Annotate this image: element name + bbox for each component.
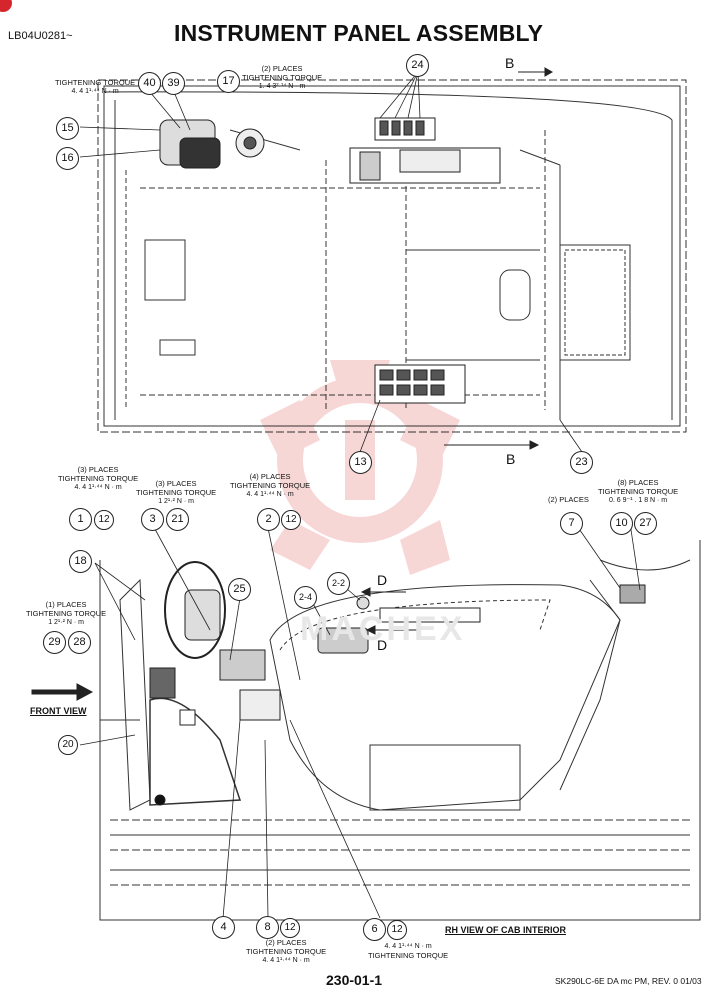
page-title: INSTRUMENT PANEL ASSEMBLY: [174, 20, 544, 46]
document-reference: SK290LC-6E DA mc PM, REV. 0 01/03: [555, 976, 702, 986]
front-view-label: FRONT VIEW: [30, 706, 87, 716]
callout-20[interactable]: 20: [58, 735, 78, 755]
torque-note-7: (2) PLACES TIGHTENING TORQUE 4. 4 1¹·⁴⁴ …: [246, 938, 326, 965]
torque-value: 0. 6 9⁻¹ . 1 8 N · m: [608, 497, 668, 504]
places-label: (1) PLACES: [45, 600, 87, 609]
section-d-bottom: D: [377, 637, 388, 653]
callout-13[interactable]: 13: [349, 451, 372, 474]
torque-label: TIGHTENING TORQUE: [598, 487, 679, 496]
torque-note-3: (4) PLACES TIGHTENING TORQUE 4. 4 1¹·⁴⁴ …: [230, 472, 310, 499]
leader-lines-bottom: [79, 519, 641, 919]
places-label: (2) PLACES: [261, 64, 303, 73]
callout-39[interactable]: 39: [162, 72, 185, 95]
torque-note-top-left: TIGHTENING TORQUE 4. 4 1¹·⁴⁴ N · m: [55, 78, 135, 96]
callout-23[interactable]: 23: [570, 451, 593, 474]
torque-label: TIGHTENING TORQUE: [368, 951, 449, 960]
torque-value: 1. 4 3²·¹⁴ N · m: [258, 83, 306, 90]
places-label: (8) PLACES: [617, 478, 659, 487]
callout-21[interactable]: 21: [166, 508, 189, 531]
torque-label: TIGHTENING TORQUE: [242, 73, 323, 82]
callout-28[interactable]: 28: [68, 631, 91, 654]
callout-12-b[interactable]: 12: [281, 510, 301, 530]
torque-value: 4. 4 1¹·⁴⁴ N · m: [262, 957, 310, 964]
callout-40[interactable]: 40: [138, 72, 161, 95]
leader-lines-top: [79, 71, 583, 453]
top-view-components: [159, 117, 501, 404]
torque-value: 1 2¹·² N · m: [48, 619, 84, 626]
section-b-bottom: B: [506, 451, 516, 467]
torque-label: TIGHTENING TORQUE: [58, 474, 139, 483]
torque-label: TIGHTENING TORQUE: [55, 78, 136, 87]
places-label: (3) PLACES: [155, 479, 197, 488]
torque-note-top-center: (2) PLACES TIGHTENING TORQUE 1. 4 3²·¹⁴ …: [242, 64, 322, 91]
section-b-markers: [444, 67, 554, 450]
callout-24[interactable]: 24: [406, 54, 429, 77]
callout-8[interactable]: 8: [256, 916, 279, 939]
callout-18[interactable]: 18: [69, 550, 92, 573]
places-label: (2) PLACES: [548, 495, 589, 504]
callout-12-c[interactable]: 12: [280, 918, 300, 938]
watermark-text: MACHEX: [300, 610, 466, 648]
drawing-code: LB04U0281~: [8, 30, 73, 42]
places-label: (4) PLACES: [249, 472, 291, 481]
places-label: (3) PLACES: [77, 465, 119, 474]
torque-value: 4. 4 1¹·⁴⁴ N · m: [74, 484, 122, 491]
top-view: [97, 79, 687, 433]
rh-view-components: [149, 561, 646, 806]
callout-2-4[interactable]: 2-4: [294, 586, 317, 609]
callout-2-2[interactable]: 2-2: [327, 572, 350, 595]
rh-view-label: RH VIEW OF CAB INTERIOR: [445, 925, 566, 935]
torque-label: TIGHTENING TORQUE: [26, 609, 107, 618]
places-note-4: (2) PLACES: [548, 495, 589, 504]
torque-note-8: 4. 4 1¹·⁴⁴ N · m TIGHTENING TORQUE: [368, 942, 448, 960]
callout-3[interactable]: 3: [141, 508, 164, 531]
rh-view: [99, 540, 701, 921]
torque-note-5: (8) PLACES TIGHTENING TORQUE 0. 6 9⁻¹ . …: [598, 478, 678, 505]
callout-1[interactable]: 1: [69, 508, 92, 531]
callout-12-a[interactable]: 12: [94, 510, 114, 530]
torque-label: TIGHTENING TORQUE: [246, 947, 327, 956]
torque-note-2: (3) PLACES TIGHTENING TORQUE 1 2¹·² N · …: [136, 479, 216, 506]
callout-4[interactable]: 4: [212, 916, 235, 939]
callout-2[interactable]: 2: [257, 508, 280, 531]
callout-25[interactable]: 25: [228, 578, 251, 601]
callout-27[interactable]: 27: [634, 512, 657, 535]
callout-7[interactable]: 7: [560, 512, 583, 535]
torque-value: 1 2¹·² N · m: [158, 498, 194, 505]
callout-10[interactable]: 10: [610, 512, 633, 535]
callout-16[interactable]: 16: [56, 147, 79, 170]
section-b-top: B: [505, 55, 515, 71]
front-view-arrow: [31, 683, 94, 701]
torque-value: 4. 4 1¹·⁴⁴ N · m: [71, 88, 119, 95]
page-number: 230-01-1: [326, 972, 383, 988]
torque-note-6: (1) PLACES TIGHTENING TORQUE 1 2¹·² N · …: [26, 600, 106, 627]
torque-label: TIGHTENING TORQUE: [136, 488, 217, 497]
torque-value: 4. 4 1¹·⁴⁴ N · m: [384, 943, 432, 950]
callout-29[interactable]: 29: [43, 631, 66, 654]
section-d-top: D: [377, 572, 388, 588]
section-d-markers: [360, 587, 420, 635]
callout-12-d[interactable]: 12: [387, 920, 407, 940]
callout-6[interactable]: 6: [363, 918, 386, 941]
torque-note-1: (3) PLACES TIGHTENING TORQUE 4. 4 1¹·⁴⁴ …: [58, 465, 138, 492]
places-label: (2) PLACES: [265, 938, 307, 947]
torque-value: 4. 4 1¹·⁴⁴ N · m: [246, 491, 294, 498]
torque-label: TIGHTENING TORQUE: [230, 481, 311, 490]
callout-17[interactable]: 17: [217, 70, 240, 93]
corner-badge: [0, 0, 12, 12]
callout-15[interactable]: 15: [56, 117, 79, 140]
